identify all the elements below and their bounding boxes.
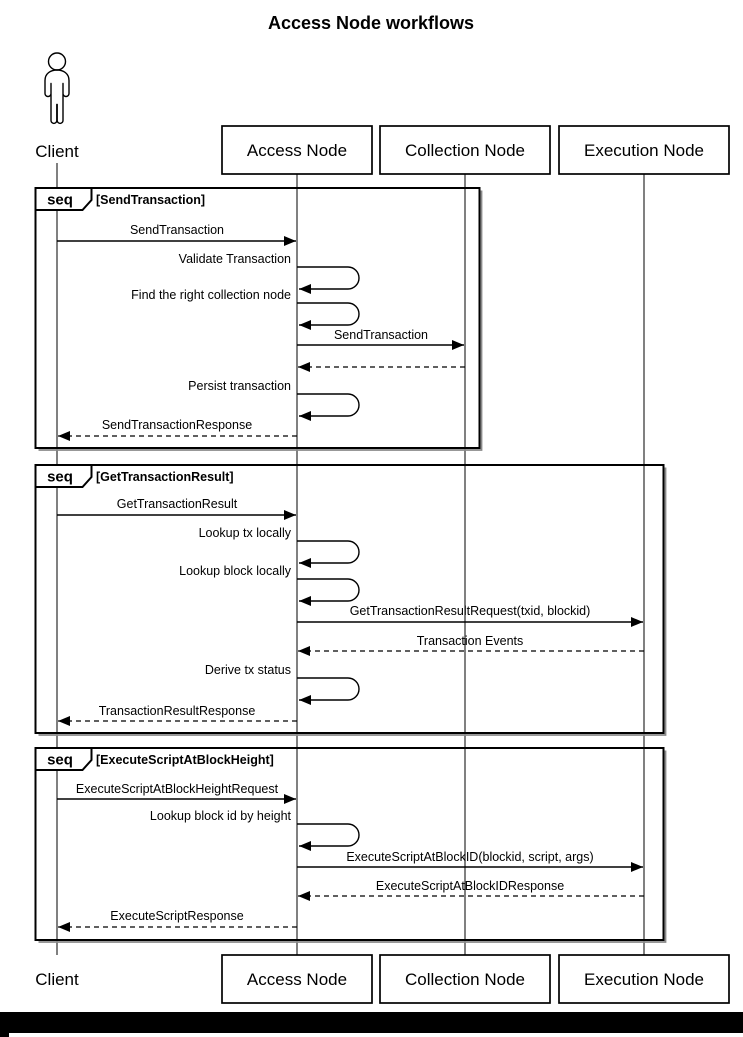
participant-execution-node-top: Execution Node [558,125,730,175]
actor-client-figure [44,52,70,125]
message-executescriptatblockheightrequest: ExecuteScriptAtBlockHeightRequest [57,782,296,804]
participant-access-node-top: Access Node [221,125,373,175]
message-label: SendTransaction [334,328,428,342]
self-message-persist-transaction: Persist transaction [188,379,360,421]
message-label: Validate Transaction [179,252,291,266]
self-message-validate-transaction: Validate Transaction [179,252,360,294]
self-message-find-collection-node: Find the right collection node [131,288,360,330]
participant-box [558,954,730,1004]
fragment-border [34,464,665,734]
actor-body [44,69,70,125]
self-message-loop [297,578,360,606]
response-sendtransactionresponse: SendTransactionResponse [58,418,297,441]
participant-collection-node-bottom: Collection Node [379,954,551,1004]
message-executescriptatblockid: ExecuteScriptAtBlockID(blockid, script, … [297,850,643,872]
participant-collection-node-top: Collection Node [379,125,551,175]
response-transactionresultresponse: TransactionResultResponse [58,704,297,726]
message-label: Persist transaction [188,379,291,393]
footer-bar [0,1012,743,1037]
footer-bar-strip [0,1012,743,1033]
self-message-loop [297,823,360,851]
participant-box [221,125,373,175]
fragment-border [34,747,665,941]
response-transaction-events: Transaction Events [298,634,644,656]
message-sendtransaction-to-collection: SendTransaction [297,328,464,350]
message-label: ExecuteScriptAtBlockID(blockid, script, … [346,850,593,864]
fragment-operator-tab [34,187,93,211]
participant-label: Execution Node [584,970,704,989]
message-label: TransactionResultResponse [99,704,256,718]
diagram-title: Access Node workflows [268,13,474,33]
fragment-condition: [SendTransaction] [96,193,205,207]
fragment-operator-tab [34,464,93,488]
fragment-operator: seq [47,192,73,209]
message-label: Derive tx status [205,663,291,677]
message-label: Find the right collection node [131,288,291,302]
participant-box [379,954,551,1004]
message-label: Lookup tx locally [199,526,292,540]
participant-box [558,125,730,175]
self-message-loop [297,302,360,330]
message-gettransactionresultrequest: GetTransactionResultRequest(txid, blocki… [297,604,643,627]
message-sendtransaction: SendTransaction [57,223,296,246]
fragment-gettransactionresult: seq [GetTransactionResult] GetTransactio… [34,464,667,736]
participant-box [379,125,551,175]
fragment-border [34,187,481,449]
message-label: GetTransactionResult [117,497,238,511]
participant-client-top-label: Client [35,142,79,161]
message-gettransactionresult: GetTransactionResult [57,497,296,520]
response-executescriptatblockidresponse: ExecuteScriptAtBlockIDResponse [298,879,644,901]
fragment-operator: seq [47,469,73,486]
fragment-operator: seq [47,752,73,769]
self-message-loop [297,540,360,568]
participant-label: Execution Node [584,141,704,160]
message-label: GetTransactionResultRequest(txid, blocki… [350,604,591,618]
message-label: SendTransactionResponse [102,418,252,432]
message-label: Lookup block locally [179,564,292,578]
self-message-loop [297,677,360,705]
self-message-lookup-block-id-by-height: Lookup block id by height [150,809,360,851]
message-label: ExecuteScriptAtBlockHeightRequest [76,782,279,796]
fragment-condition: [ExecuteScriptAtBlockHeight] [96,753,274,767]
footer-bar-notch [0,1033,9,1037]
participant-label: Collection Node [405,141,525,160]
participant-access-node-bottom: Access Node [221,954,373,1004]
message-label: Lookup block id by height [150,809,292,823]
message-label: Transaction Events [417,634,524,648]
self-message-loop [297,266,360,294]
message-label: ExecuteScriptResponse [110,909,243,923]
fragment-operator-tab [34,747,93,771]
fragment-sendtransaction: seq [SendTransaction] SendTransaction Va… [34,187,483,451]
participant-execution-node-bottom: Execution Node [558,954,730,1004]
response-executescriptresponse: ExecuteScriptResponse [58,909,297,932]
participant-box [221,954,373,1004]
fragment-condition: [GetTransactionResult] [96,470,234,484]
participant-label: Access Node [247,141,347,160]
fragment-shadow [38,190,483,451]
fragment-executescriptatblockheight: seq [ExecuteScriptAtBlockHeight] Execute… [34,747,667,943]
self-message-derive-tx-status: Derive tx status [205,663,360,705]
participant-label: Collection Node [405,970,525,989]
fragment-shadow [38,467,667,736]
participant-client-bottom-label: Client [35,970,79,989]
message-label: SendTransaction [130,223,224,237]
actor-head [47,52,67,71]
fragment-shadow [38,750,667,943]
participant-label: Access Node [247,970,347,989]
self-message-lookup-tx-locally: Lookup tx locally [199,526,360,568]
message-label: ExecuteScriptAtBlockIDResponse [376,879,564,893]
self-message-loop [297,393,360,421]
self-message-lookup-block-locally: Lookup block locally [179,564,360,606]
